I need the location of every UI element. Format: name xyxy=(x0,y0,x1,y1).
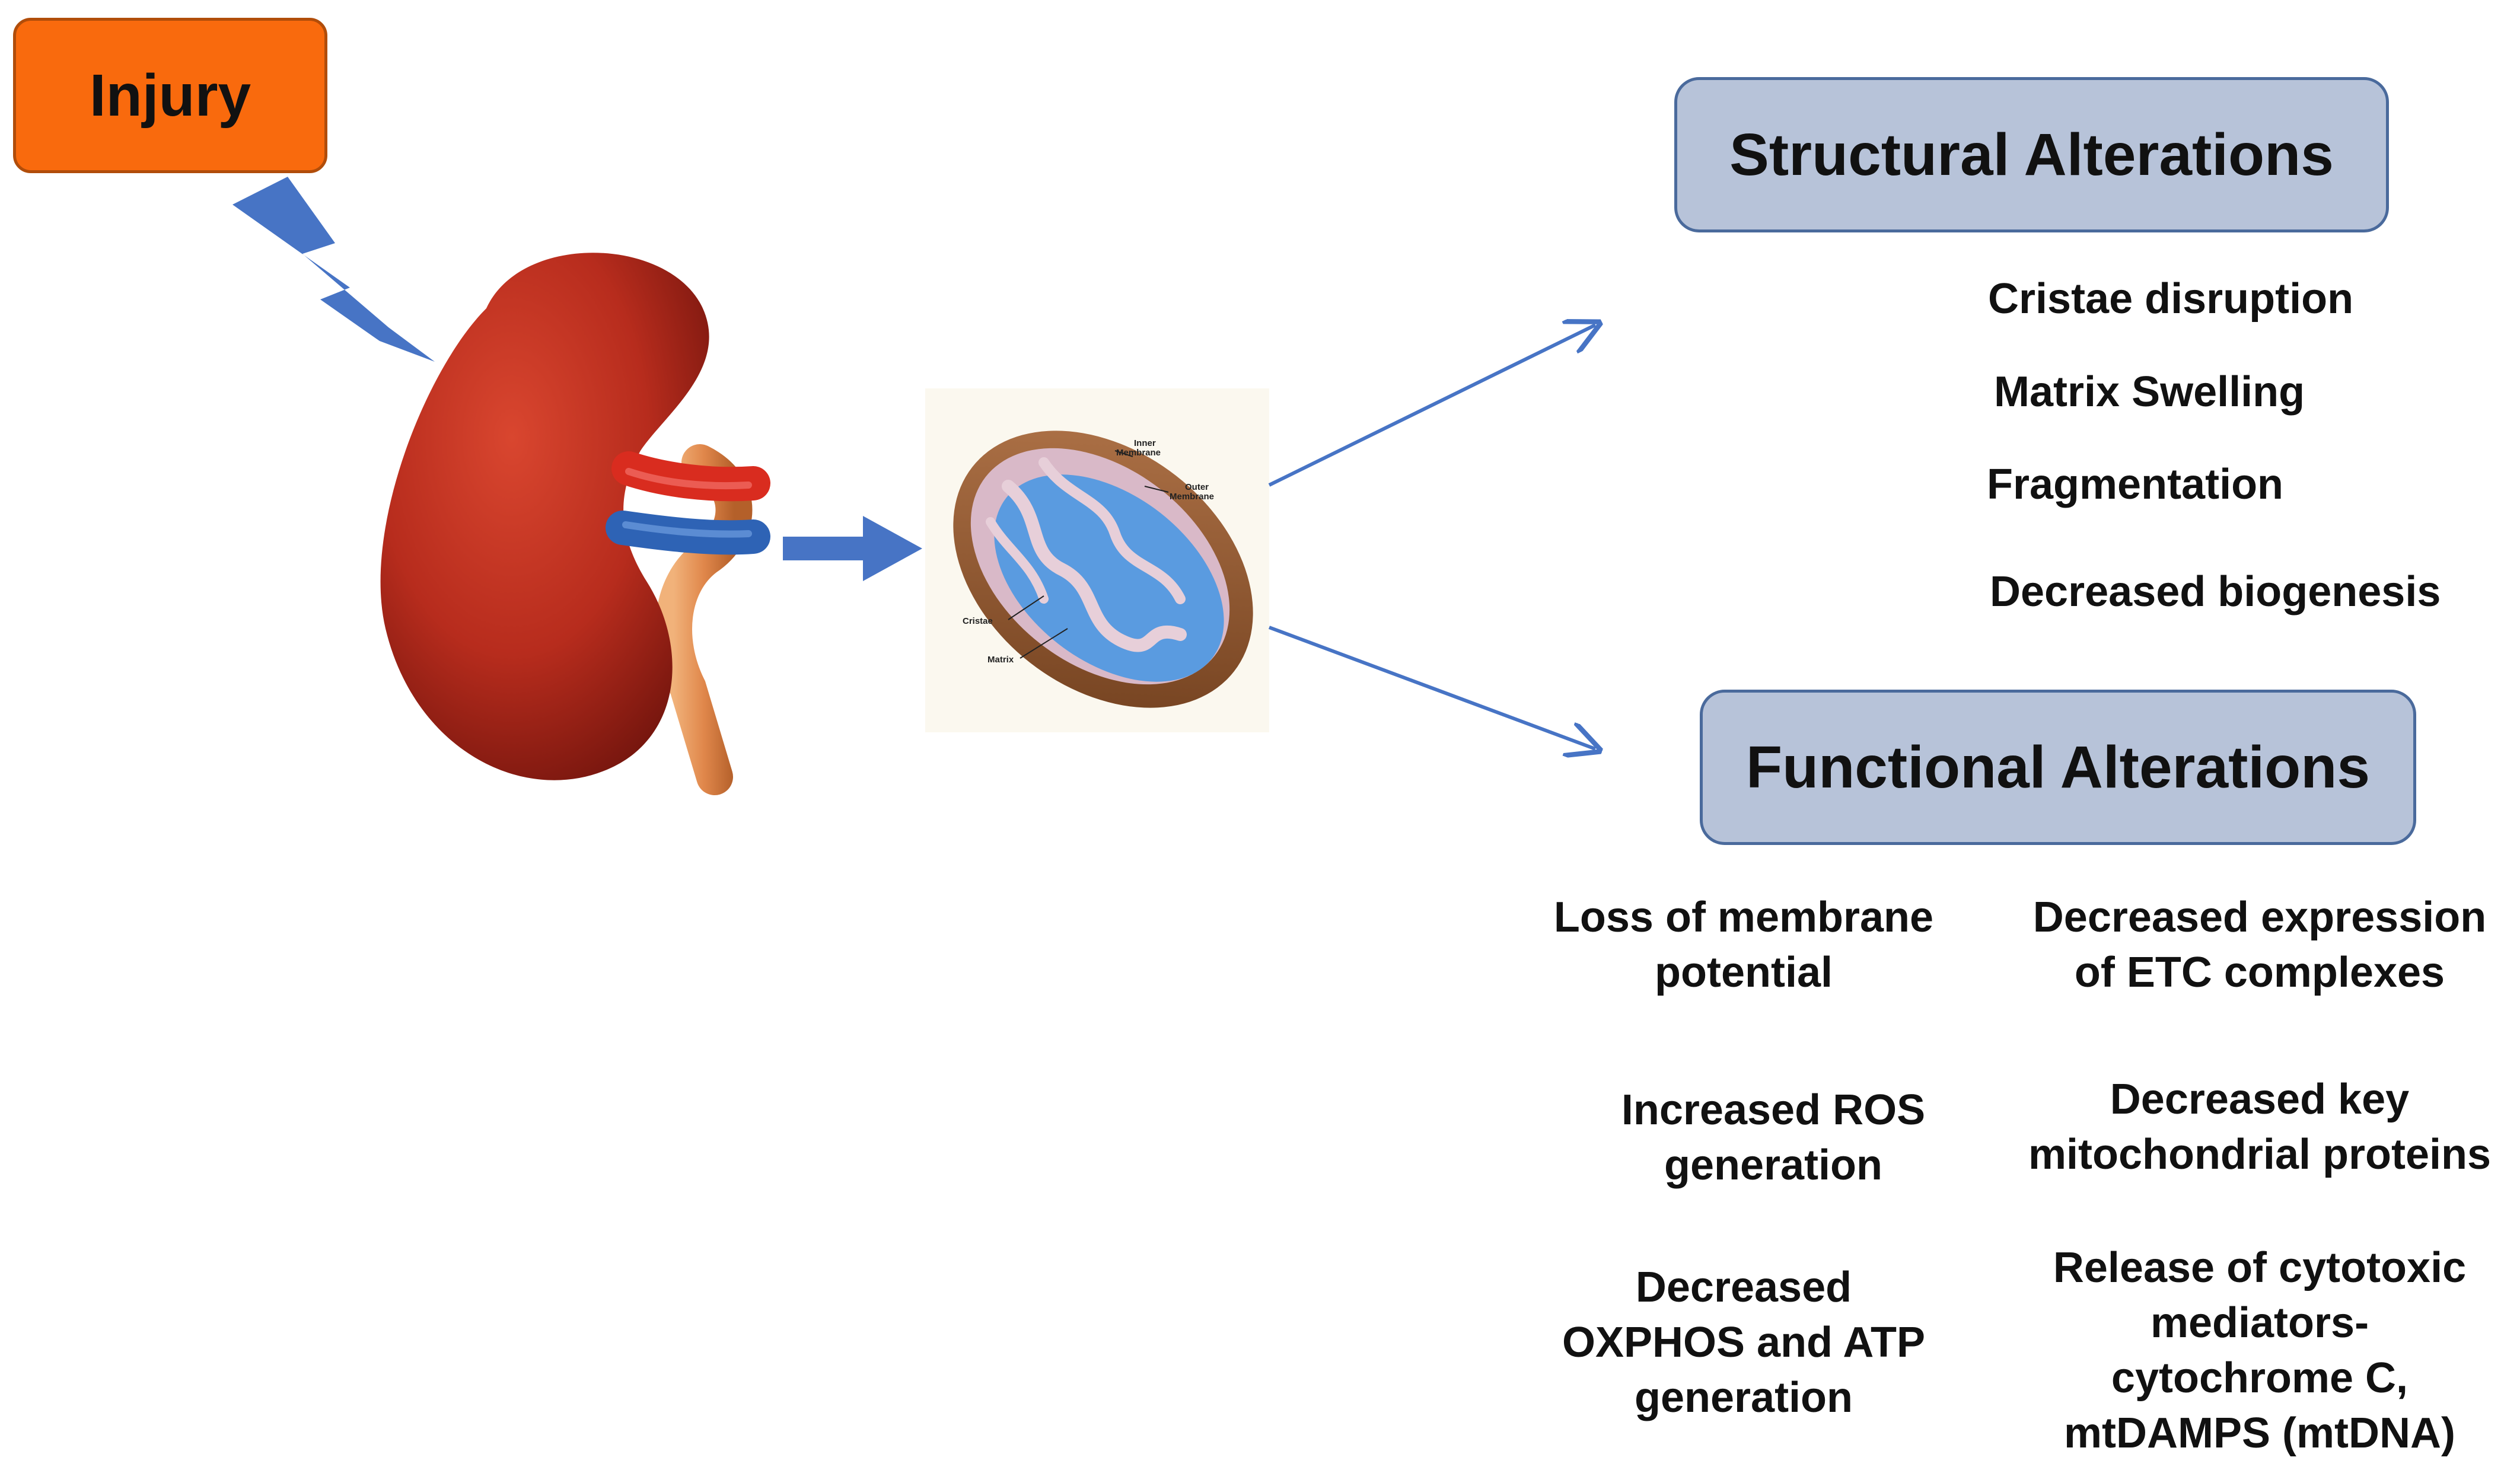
cristae-label: Cristae xyxy=(963,616,993,626)
arrow-to-structural xyxy=(1268,325,1595,487)
structural-item: Decreased biogenesis xyxy=(1990,568,2441,616)
structural-item: Fragmentation xyxy=(1987,461,2284,508)
functional-item: Decreased OXPHOS and ATP generation xyxy=(1562,1264,1926,1421)
kidney-icon xyxy=(380,253,770,795)
block-arrow-icon xyxy=(783,516,922,581)
functional-item: Decreased key mitochondrial proteins xyxy=(2028,1076,2492,1178)
functional-item: Increased ROS generation xyxy=(1621,1086,1926,1189)
functional-item: Loss of membrane potential xyxy=(1553,894,1934,996)
arrow-to-functional xyxy=(1268,626,1595,749)
structural-title: Structural Alterations xyxy=(1729,121,2334,188)
injury-label: Injury xyxy=(89,62,251,129)
structural-item: Cristae disruption xyxy=(1988,275,2354,323)
functional-title: Functional Alterations xyxy=(1746,734,2370,801)
functional-item: Decreased expression of ETC complexes xyxy=(2032,894,2487,996)
structural-alterations-header: Structural Alterations xyxy=(1674,77,2389,232)
injury-box: Injury xyxy=(13,18,327,173)
lightning-bolt-icon xyxy=(232,177,435,362)
functional-item: Release of cytotoxic mediators- cytochro… xyxy=(2053,1244,2467,1457)
matrix-label: Matrix xyxy=(987,655,1014,665)
structural-item: Matrix Swelling xyxy=(1994,368,2305,416)
functional-alterations-header: Functional Alterations xyxy=(1700,690,2416,845)
